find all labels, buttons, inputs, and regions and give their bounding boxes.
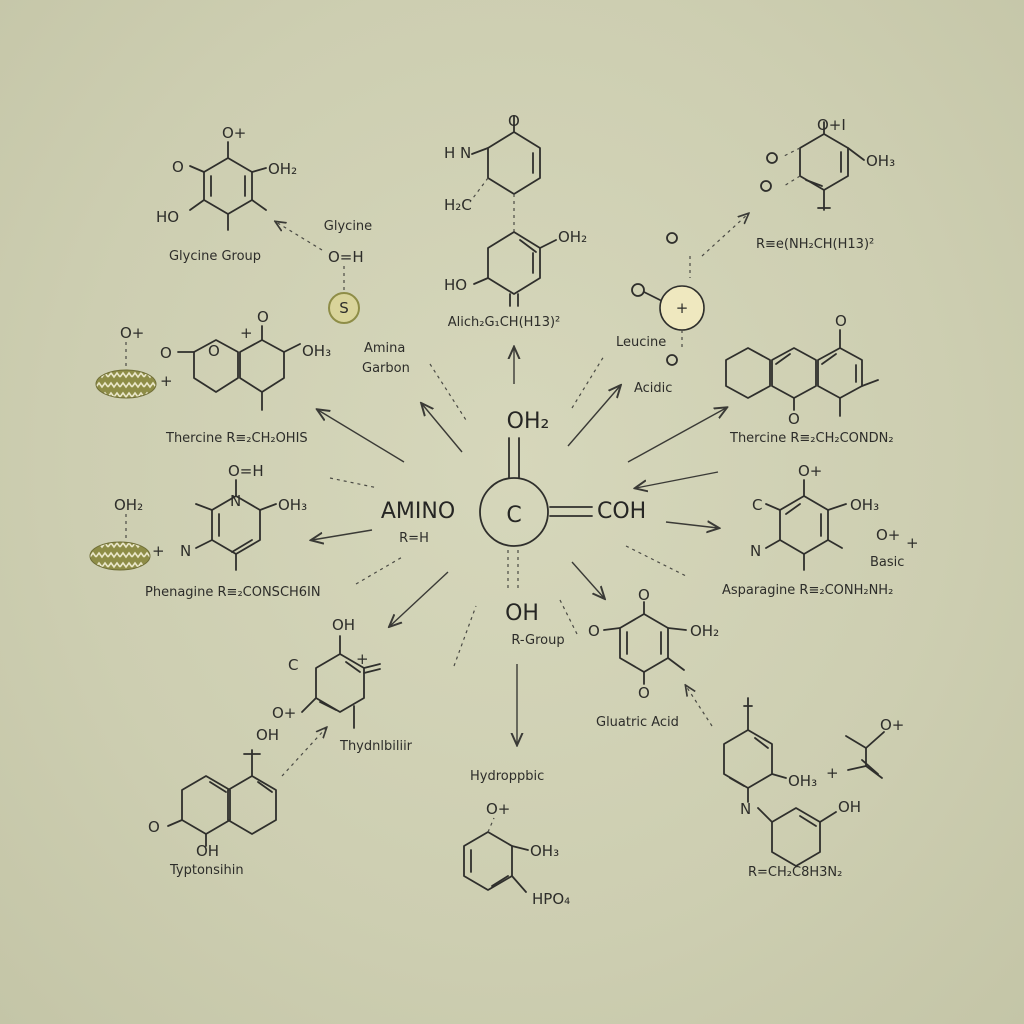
bottom-right-formula-label: R=CH₂C8H3N₂	[748, 865, 842, 880]
svg-text:OH₃: OH₃	[278, 496, 307, 514]
top-right-formula-label: R≡e(NH₂CH(H13)²	[756, 237, 874, 252]
amino-r-label: R=H	[399, 531, 429, 546]
thercine-right-molecule: O O Thercine R≡₂CH₂CONDN₂	[725, 312, 894, 446]
hydrophilic-label: Thydnlbiliir	[339, 739, 413, 754]
thercine-left-molecule: O+ + O O + O OH₃ Thercine R≡₂CH₂OHIS	[95, 308, 331, 446]
svg-text:OH₃: OH₃	[530, 842, 559, 860]
basic-label: Basic	[870, 555, 904, 570]
svg-text:OH₂: OH₂	[114, 496, 143, 514]
svg-text:OH₂: OH₂	[690, 622, 719, 640]
svg-text:+: +	[676, 299, 689, 317]
right-group-label: COH	[597, 499, 646, 524]
svg-text:O: O	[508, 112, 520, 130]
svg-text:+: +	[906, 534, 919, 552]
tryptophan-molecule: O OH Typtonsihin	[148, 749, 277, 878]
svg-text:O+: O+	[486, 800, 510, 818]
svg-text:+: +	[826, 764, 839, 782]
svg-text:OH₃: OH₃	[788, 772, 817, 790]
glycine-group-molecule: O+ O OH₂ HO Glycine Group	[156, 124, 297, 264]
svg-text:H N: H N	[444, 144, 471, 162]
svg-text:+: +	[152, 542, 165, 560]
svg-text:O: O	[257, 308, 269, 326]
glutaric-acid-label: Gluatric Acid	[596, 715, 679, 730]
svg-text:OH₂: OH₂	[268, 160, 297, 178]
svg-text:O: O	[588, 622, 600, 640]
bottom-right-molecule: OH₃ N OH O+ + R=CH₂C8H3N₂	[723, 697, 904, 880]
top-center-molecule: O H N H₂C OH₂ HO Alich₂G₁CH(H13)²	[444, 112, 587, 330]
svg-text:O: O	[172, 158, 184, 176]
svg-text:O: O	[160, 344, 172, 362]
svg-text:O+: O+	[880, 716, 904, 734]
tryptophan-label: Typtonsihin	[169, 863, 244, 878]
asparagine-label: Asparagine R≡₂CONH₂NH₂	[722, 583, 893, 598]
asparagine-molecule: O+ OH₃ C N O+ + Basic Asparagine R≡₂CONH…	[722, 462, 919, 598]
svg-text:O: O	[208, 342, 220, 360]
svg-text:OH: OH	[256, 726, 279, 744]
svg-text:O: O	[638, 586, 650, 604]
svg-text:N: N	[180, 542, 191, 560]
r-group-label: R-Group	[511, 633, 564, 648]
svg-text:S: S	[339, 299, 349, 317]
phenagine-molecule: OH₂ + O=H N OH₃ N Phenagine R≡₂CONSCH6IN	[89, 462, 321, 600]
svg-text:+: +	[240, 324, 253, 342]
glycine-node: Glycine O=H S	[324, 219, 372, 324]
glycine-label: Glycine	[324, 219, 372, 234]
svg-text:O+: O+	[272, 704, 296, 722]
svg-text:N: N	[750, 542, 761, 560]
svg-text:N: N	[230, 492, 241, 510]
svg-text:H₂C: H₂C	[444, 196, 472, 214]
svg-text:OH₂: OH₂	[558, 228, 587, 246]
top-group-label: OH₂	[507, 409, 550, 434]
svg-text:O: O	[148, 818, 160, 836]
svg-text:O+I: O+I	[817, 116, 846, 134]
svg-text:C: C	[288, 656, 298, 674]
phenagine-label: Phenagine R≡₂CONSCH6IN	[145, 585, 321, 600]
acidic-label: Acidic	[634, 381, 672, 396]
svg-text:+: +	[160, 372, 173, 390]
connector-arrows	[276, 214, 748, 777]
svg-text:HO: HO	[444, 276, 467, 294]
thercine-right-label: Thercine R≡₂CH₂CONDN₂	[729, 431, 894, 446]
svg-text:HO: HO	[156, 208, 179, 226]
svg-text:O+: O+	[798, 462, 822, 480]
svg-text:OH₃: OH₃	[302, 342, 331, 360]
svg-text:OH: OH	[332, 616, 355, 634]
svg-text:O: O	[788, 410, 800, 428]
svg-text:Garbon: Garbon	[362, 361, 410, 376]
amino-label: AMINO	[381, 499, 455, 524]
leucine-label: Leucine	[616, 335, 666, 350]
hpo4-label: HPO₄	[532, 890, 570, 908]
svg-text:OH: OH	[838, 798, 861, 816]
hydrophobic-molecule: Hydroppbic O+ OH₃ HPO₄	[463, 769, 570, 908]
glutaric-acid-molecule: O O OH₂ O Gluatric Acid	[588, 586, 719, 730]
top-formula-label: Alich₂G₁CH(H13)²	[448, 315, 561, 330]
svg-text:O: O	[638, 684, 650, 702]
thercine-left-label: Thercine R≡₂CH₂OHIS	[165, 431, 308, 446]
svg-text:O+: O+	[120, 324, 144, 342]
svg-text:C: C	[752, 496, 762, 514]
svg-text:N: N	[740, 800, 751, 818]
svg-text:OH₃: OH₃	[850, 496, 879, 514]
carbon-label: C	[506, 503, 521, 528]
glycine-group-label: Glycine Group	[169, 249, 261, 264]
svg-text:O=H: O=H	[228, 462, 264, 480]
svg-text:+: +	[356, 650, 369, 668]
leucine-node: + Leucine Acidic	[616, 232, 705, 396]
svg-text:O=H: O=H	[328, 248, 364, 266]
top-right-molecule: O+I OH₃ R≡e(NH₂CH(H13)²	[756, 116, 895, 252]
svg-text:O: O	[835, 312, 847, 330]
hydrophilic-molecule: OH + C O+ OH Thydnlbiliir	[256, 616, 413, 754]
svg-text:O+: O+	[876, 526, 900, 544]
central-carbon: C OH₂ COH OH AMINO R=H R-Group	[381, 409, 646, 648]
hydrophobic-label: Hydroppbic	[470, 769, 544, 784]
bottom-group-label: OH	[505, 601, 539, 626]
svg-text:Amina: Amina	[364, 341, 405, 356]
svg-text:OH₃: OH₃	[866, 152, 895, 170]
amina-carbon-label: Amina Garbon	[362, 341, 410, 376]
svg-text:OH: OH	[196, 842, 219, 860]
svg-text:O+: O+	[222, 124, 246, 142]
